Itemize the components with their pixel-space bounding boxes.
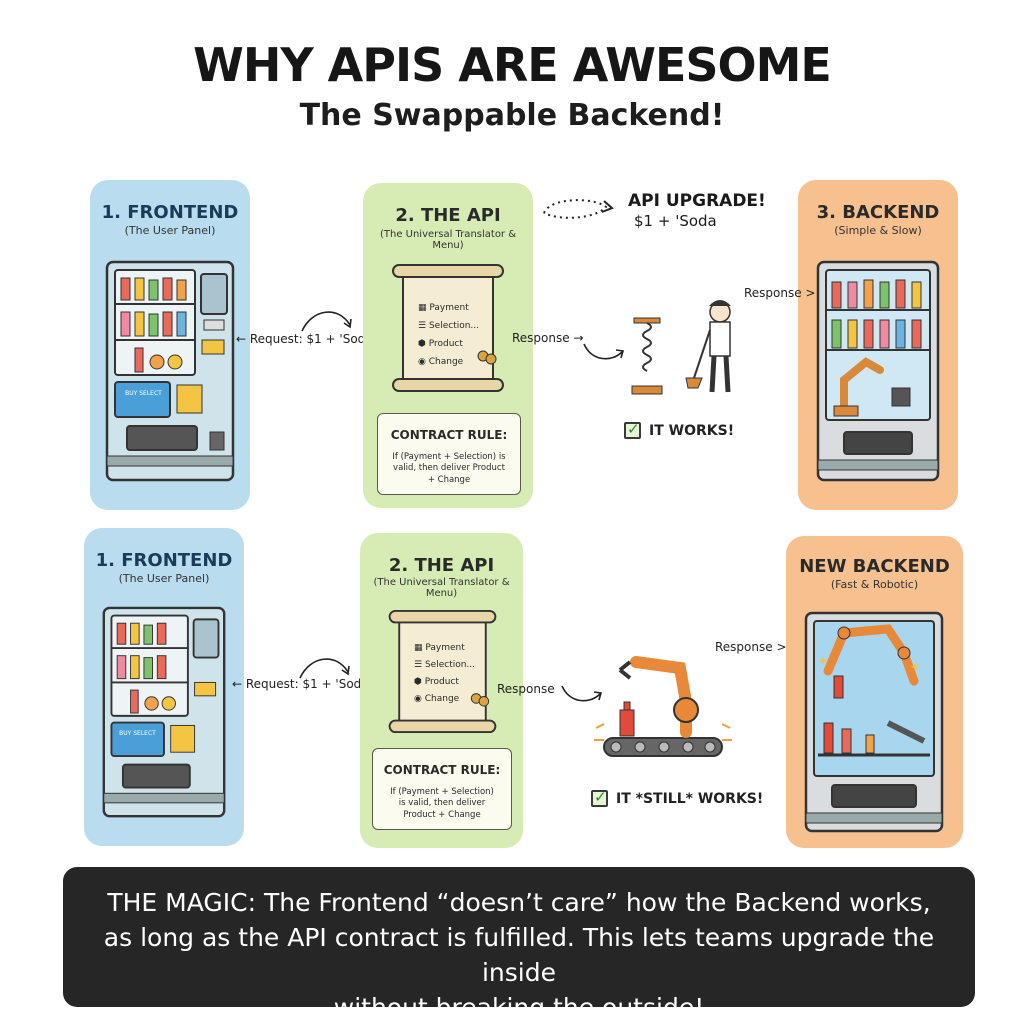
backend-title: NEW BACKEND [799,556,950,577]
card-icon: ▦ [414,643,423,653]
vending-screen-text: BUY SELECT [125,390,162,397]
scroll-icon [392,264,504,392]
request-arrow-1 [301,311,352,332]
frontend-title: 1. FRONTEND [95,550,233,571]
request-arrow-2 [299,658,350,679]
frontend-panel-1: 1. FRONTEND (The User Panel) BUY SELECT [90,180,250,510]
robotic-machine-icon: ✦ ✦ [804,611,944,833]
backend-response-label-2: Response > [715,640,787,654]
banner-line-3: without breaking the outside! [333,993,705,1022]
vending-screen-text: BUY SELECT [119,730,156,737]
card-icon: ▦ [418,303,427,313]
backend-title: 3. BACKEND [816,202,940,223]
api-upgrade-sub: $1 + 'Soda [634,212,717,230]
menu-item-change: ◉ Change [418,357,464,367]
api-menu: ▦ Payment ☰ Selection... ⬢ Product ◉ Cha… [418,299,479,371]
robot-arm-conveyor-icon [594,656,732,757]
api-menu: ▦ Payment ☰ Selection... ⬢ Product ◉ Cha… [414,640,475,708]
contract-title: CONTRACT RULE: [383,763,501,777]
backend-subtitle: (Simple & Slow) [834,224,922,237]
status-check-1: IT WORKS! [624,420,735,439]
backend-response-label-1: Response > [744,286,816,300]
api-panel-1: 2. THE API (The Universal Translator & M… [363,183,533,508]
scroll-icon [388,609,497,734]
contract-box-2: CONTRACT RULE: If (Payment + Selection) … [372,748,512,830]
status-check-2: IT *STILL* WORKS! [591,788,764,807]
checkbox-icon [591,788,608,807]
request-label-1: ← Request: $1 + 'Soda → [236,332,387,346]
frontend-panel-2: 1. FRONTEND (The User Panel) BUY SELECT [84,528,244,846]
box-icon: ⬢ [414,677,422,687]
status-text: IT WORKS! [649,422,735,439]
contract-body: If (Payment + Selection) is valid, then … [392,452,506,485]
response-arrow-2 [561,685,603,702]
menu-item-product: ⬢ Product [418,339,463,349]
box-icon: ⬢ [418,339,426,349]
api-subtitle: (The Universal Translator & Menu) [373,577,510,599]
list-icon: ☰ [414,660,423,670]
menu-item-selection: ☰ Selection... [414,660,476,670]
banner-line-2: as long as the API contract is fulfilled… [103,923,935,987]
backend-panel-1: 3. BACKEND (Simple & Slow) [798,180,958,510]
list-icon: ☰ [418,321,427,331]
api-title: 2. THE API [395,205,501,226]
contract-body: If (Payment + Selection) is valid, then … [390,787,494,820]
menu-item-change: ◉ Change [414,694,460,704]
banner-line-1: THE MAGIC: The Frontend “doesn’t care” h… [107,888,931,917]
svg-text:✦: ✦ [818,654,828,668]
backend-panel-2: NEW BACKEND (Fast & Robotic) ✦ ✦ [786,536,963,848]
checkbox-icon [624,420,641,439]
status-text: IT *STILL* WORKS! [616,790,764,807]
page-title: WHY APIS ARE AWESOME [193,38,832,92]
menu-item-payment: ▦ Payment [414,643,465,653]
vending-machine-icon [102,606,226,818]
backend-subtitle: (Fast & Robotic) [830,578,919,591]
frontend-title: 1. FRONTEND [101,202,239,223]
request-label-2: ← Request: $1 + 'Soda → [232,677,383,691]
magic-banner: THE MAGIC: The Frontend “doesn’t care” h… [63,867,975,1022]
api-subtitle: (The Universal Translator & Menu) [379,229,517,251]
backend-machine-icon [816,260,940,482]
api-title: 2. THE API [388,555,495,576]
response-label-1: Response → [512,331,584,345]
frontend-subtitle: (The User Panel) [124,224,216,237]
page-subtitle: The Swappable Backend! [299,98,725,133]
vending-machine-icon [105,260,235,482]
response-arrow-1 [583,343,625,360]
contract-title: CONTRACT RULE: [390,428,508,442]
svg-text:✦: ✦ [910,660,920,674]
upgrade-dotted-arrow [543,199,614,219]
worker-spring-icon [631,300,731,395]
response-label-2: Response [497,682,555,696]
menu-item-product: ⬢ Product [414,677,459,687]
coin-icon: ◉ [414,694,422,704]
contract-box-1: CONTRACT RULE: If (Payment + Selection) … [377,413,521,495]
frontend-subtitle: (The User Panel) [118,572,210,585]
api-panel-2: 2. THE API (The Universal Translator & M… [360,533,523,848]
api-upgrade-title: API UPGRADE! [628,191,766,211]
coin-icon: ◉ [418,357,426,367]
menu-item-payment: ▦ Payment [418,303,469,313]
menu-item-selection: ☰ Selection... [418,321,480,331]
